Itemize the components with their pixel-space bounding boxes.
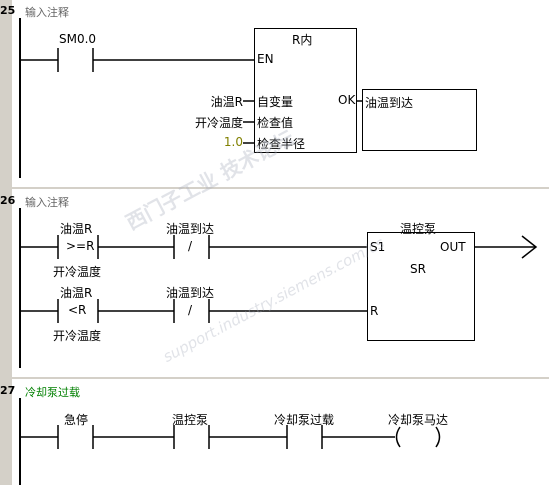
input-pin-label: 自变量: [257, 95, 294, 109]
block-title: R内: [292, 33, 313, 47]
left-gutter: [0, 0, 12, 485]
power-rail: [19, 208, 21, 368]
contact-address[interactable]: SM0.0: [59, 32, 97, 46]
constant-operand[interactable]: 1.0: [223, 135, 243, 149]
function-block-r-in[interactable]: [254, 28, 357, 153]
network-separator: [12, 187, 549, 189]
compare-operand-1[interactable]: 油温R: [60, 222, 93, 236]
contact-address[interactable]: 油温到达: [166, 222, 215, 236]
negated-contact-symbol[interactable]: /: [188, 239, 193, 253]
input-pin-label: 检查半径: [257, 137, 306, 151]
network-number-25: 25: [0, 4, 16, 17]
contact-address[interactable]: 油温到达: [166, 286, 215, 300]
network-comment-25[interactable]: 输入注释: [25, 6, 69, 19]
ok-pin-label: OK: [338, 93, 356, 107]
network-number-27: 27: [0, 384, 16, 397]
output-operand-box[interactable]: 油温到达: [362, 89, 477, 151]
input-operand[interactable]: 开冷温度: [194, 116, 243, 130]
contact-address[interactable]: 急停: [64, 413, 89, 427]
network-comment-27[interactable]: 冷却泵过载: [25, 386, 80, 399]
compare-operator[interactable]: <R: [68, 303, 87, 317]
power-rail: [19, 398, 21, 485]
out-pin-label: OUT: [440, 240, 466, 254]
power-rail: [19, 18, 21, 178]
compare-operator[interactable]: >=R: [66, 239, 95, 253]
output-operand: 油温到达: [365, 96, 414, 110]
input-operand[interactable]: 油温R: [210, 95, 243, 109]
compare-operand-1[interactable]: 油温R: [60, 286, 93, 300]
contact-address[interactable]: 温控泵: [172, 413, 209, 427]
s1-pin-label: S1: [370, 240, 386, 254]
block-type-label: SR: [410, 262, 426, 276]
sr-operand[interactable]: 温控泵: [400, 222, 437, 236]
sr-flip-flop-block[interactable]: [367, 232, 475, 341]
input-pin-label: 检查值: [257, 116, 294, 130]
contact-address[interactable]: 冷却泵过载: [274, 413, 335, 427]
network-number-26: 26: [0, 194, 16, 207]
negated-contact-symbol[interactable]: /: [188, 303, 193, 317]
r-pin-label: R: [370, 304, 379, 318]
compare-operand-2[interactable]: 开冷温度: [53, 329, 102, 343]
network-comment-26[interactable]: 输入注释: [25, 196, 69, 209]
en-pin-label: EN: [257, 52, 274, 66]
compare-operand-2[interactable]: 开冷温度: [53, 265, 102, 279]
network-separator: [12, 377, 549, 379]
coil-address[interactable]: 冷却泵马达: [388, 413, 449, 427]
normally-open-contact[interactable]: [56, 46, 96, 74]
output-coil[interactable]: [392, 425, 446, 449]
